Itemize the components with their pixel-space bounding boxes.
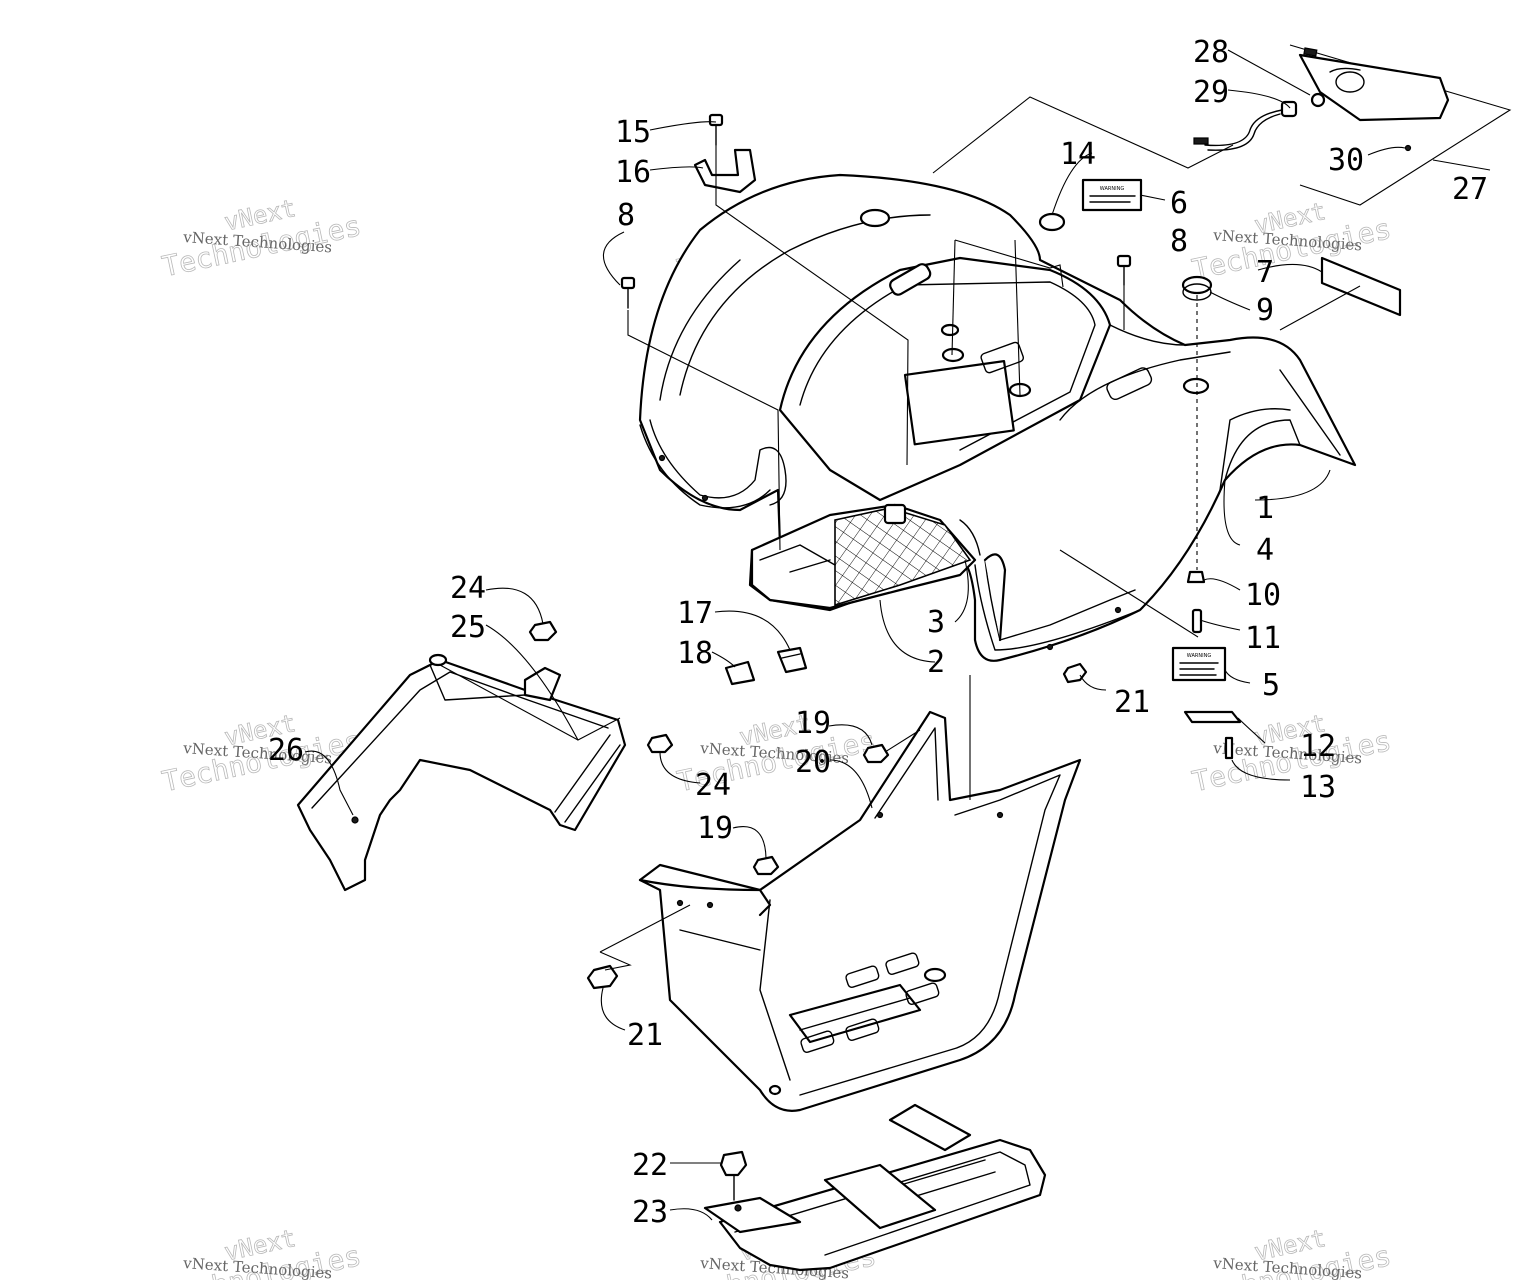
callout-6: 6	[1170, 186, 1188, 221]
bolt-8-right	[1116, 254, 1132, 268]
rack-bracket-rear	[888, 1103, 972, 1152]
bolt-8-left	[620, 276, 636, 290]
rear-rack	[703, 1103, 1047, 1272]
footwell-edge-trim	[638, 878, 772, 917]
callout-25: 25	[450, 610, 486, 645]
decal-heading: WARNING	[1187, 653, 1212, 659]
grommet-9	[1181, 275, 1213, 295]
callout-15: 15	[615, 115, 651, 150]
callout-17: 17	[677, 596, 713, 631]
tray-recess	[903, 359, 1015, 446]
screw-11	[1191, 608, 1203, 634]
callout-2: 2	[927, 645, 945, 680]
bolt-15	[708, 113, 724, 127]
reflector-7	[1320, 256, 1402, 317]
callout-16: 16	[615, 155, 651, 190]
callout-8-right: 8	[1170, 224, 1188, 259]
footwell-body	[638, 710, 1082, 1112]
top-hardware: WARNING WARNING	[620, 113, 1402, 760]
clip-18	[724, 660, 756, 686]
nut-21-lower	[586, 964, 619, 990]
warning-decal-6	[1081, 178, 1143, 212]
screw-24-upper	[528, 620, 558, 642]
rivet-10	[1186, 570, 1206, 584]
decal-heading: WARNING	[1100, 186, 1125, 192]
clip-17	[776, 646, 808, 674]
callout-7: 7	[1256, 255, 1274, 290]
rack-mount-plate	[703, 1196, 802, 1234]
callout-13: 13	[1300, 770, 1336, 805]
tail-light-bulb	[1310, 92, 1326, 108]
callout-30: 30	[1328, 143, 1364, 178]
grommet-14	[1038, 212, 1066, 232]
callout-4: 4	[1256, 533, 1274, 568]
callout-21-upper: 21	[1114, 685, 1150, 720]
tail-light-housing	[1298, 53, 1450, 122]
callout-8-left: 8	[617, 198, 635, 233]
leader-lines	[304, 49, 1491, 1221]
rear-fender	[638, 173, 1357, 662]
callout-26: 26	[268, 733, 304, 768]
screw-24-lower	[646, 733, 674, 754]
fender-flap	[983, 553, 1007, 642]
screw-19-lower	[752, 855, 780, 876]
callout-19-lower: 19	[697, 811, 733, 846]
footwell	[638, 710, 1082, 1112]
callout-9: 9	[1256, 293, 1274, 328]
callout-24-lower: 24	[695, 768, 731, 803]
callout-12: 12	[1300, 729, 1336, 764]
callout-27: 27	[1452, 172, 1488, 207]
callout-20: 20	[795, 745, 831, 780]
screw-19-upper	[862, 743, 890, 764]
callout-3: 3	[927, 605, 945, 640]
callout-labels: 28 29 30 27 15 16 14 6 8 8 7 9 1 4 10 11…	[268, 35, 1488, 1230]
left-splash-panel	[296, 653, 627, 892]
callout-10: 10	[1245, 578, 1281, 613]
nut-21-upper	[1062, 662, 1088, 684]
callout-22: 22	[632, 1148, 668, 1183]
rack-bracket	[823, 1163, 937, 1230]
callout-5: 5	[1262, 668, 1280, 703]
lower-fasteners	[528, 620, 890, 1201]
tail-light-assembly	[1193, 44, 1512, 206]
strip-12	[1183, 710, 1242, 724]
callout-28: 28	[1193, 35, 1229, 70]
callout-1: 1	[1256, 491, 1274, 526]
bolt-22	[719, 1150, 748, 1177]
bulb-socket	[1280, 100, 1298, 118]
callout-21-lower: 21	[627, 1018, 663, 1053]
tail-light-screw	[1404, 144, 1412, 152]
clip-16	[693, 148, 757, 194]
callout-19-upper: 19	[795, 706, 831, 741]
callout-29: 29	[1193, 75, 1229, 110]
callout-24-upper: 24	[450, 571, 486, 606]
wire-connector	[1193, 137, 1209, 145]
callout-18: 18	[677, 636, 713, 671]
callout-14: 14	[1060, 137, 1096, 172]
tool-box-latch	[883, 503, 907, 525]
splash-panel	[296, 658, 627, 892]
grommet-hole	[1182, 377, 1210, 395]
callout-23: 23	[632, 1195, 668, 1230]
callout-11: 11	[1245, 621, 1281, 656]
screw-13	[1224, 736, 1234, 760]
